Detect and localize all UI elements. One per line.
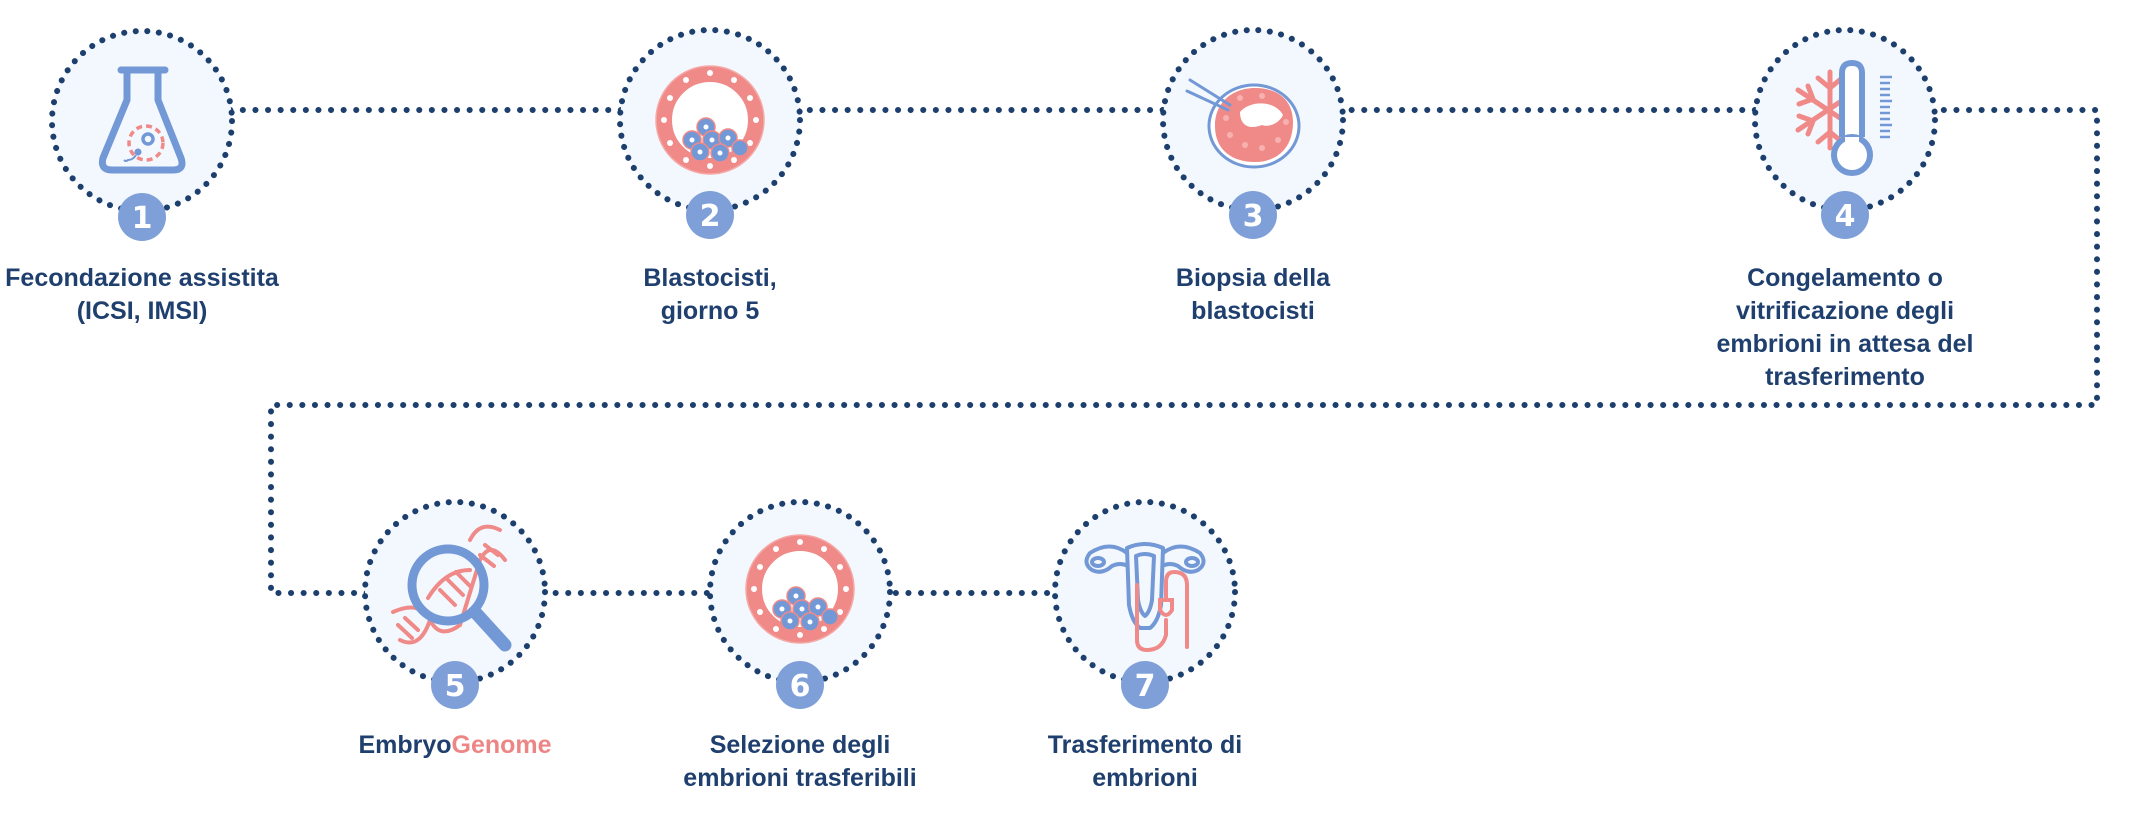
step-2: 2 (617, 27, 803, 239)
step-1-label: Fecondazione assistita (ICSI, IMSI) (0, 262, 312, 328)
label-line: vitrificazione degli (1735, 297, 1955, 325)
step-3: 3 (1160, 27, 1346, 239)
brand-primary: Embryo (358, 731, 452, 759)
step-number-badge (1121, 661, 1169, 709)
label-line: giorno 5 (660, 297, 760, 325)
label-line: Blastocisti, (643, 264, 777, 292)
step-circle (49, 28, 235, 214)
step-3-label: Biopsia della blastocisti (1083, 262, 1423, 328)
step-number-badge (776, 661, 824, 709)
step-circle (1052, 499, 1238, 685)
label-line: Selezione degli (709, 731, 891, 759)
step-number: 6 (790, 669, 811, 704)
step-number-badge (1821, 191, 1869, 239)
step-2-label: Blastocisti, giorno 5 (540, 262, 880, 328)
brand-accent: Genome (451, 731, 552, 759)
flask-fertilization-icon (98, 66, 186, 174)
blastocyst-icon (745, 534, 855, 644)
step-circle (362, 499, 548, 685)
blastocyst-biopsy-icon (1185, 78, 1301, 169)
label-line: trasferimento (1765, 363, 1925, 391)
step-5: 5 (362, 499, 548, 709)
label-line: Trasferimento di (1047, 731, 1243, 759)
label-line: Fecondazione assistita (5, 264, 279, 292)
label-line: Congelamento o (1747, 264, 1943, 292)
step-number: 3 (1243, 199, 1264, 234)
step-number: 4 (1835, 199, 1856, 234)
step-number: 5 (445, 669, 466, 704)
step-1: 1 (49, 28, 235, 241)
embryogenome-brand: EmbryoGenome (285, 729, 625, 762)
dna-magnifier-icon (391, 524, 512, 652)
blastocyst-icon (655, 65, 765, 175)
step-5-label: EmbryoGenome (285, 729, 625, 762)
snowflake-thermometer-icon (1795, 59, 1892, 176)
step-number-badge (118, 193, 166, 241)
label-line: blastocisti (1191, 297, 1315, 325)
step-number-badge (1229, 191, 1277, 239)
step-number: 7 (1135, 669, 1156, 704)
label-line: (ICSI, IMSI) (76, 297, 208, 325)
step-number-badge (686, 191, 734, 239)
label-line: Biopsia della (1175, 264, 1331, 292)
step-7-label: Trasferimento di embrioni (975, 729, 1315, 795)
label-line: embrioni in attesa del (1716, 330, 1974, 358)
step-4: 4 (1752, 27, 1938, 239)
label-line: embrioni trasferibili (683, 764, 917, 792)
step-number-badge (431, 661, 479, 709)
step-4-label: Congelamento o vitrificazione degli embr… (1675, 262, 2015, 394)
step-number: 1 (132, 201, 153, 236)
uterus-catheter-icon (1084, 542, 1206, 653)
step-6-label: Selezione degli embrioni trasferibili (630, 729, 970, 795)
step-number: 2 (700, 199, 721, 234)
step-6: 6 (707, 499, 893, 709)
label-line: embrioni (1092, 764, 1198, 792)
step-7: 7 (1052, 499, 1238, 709)
